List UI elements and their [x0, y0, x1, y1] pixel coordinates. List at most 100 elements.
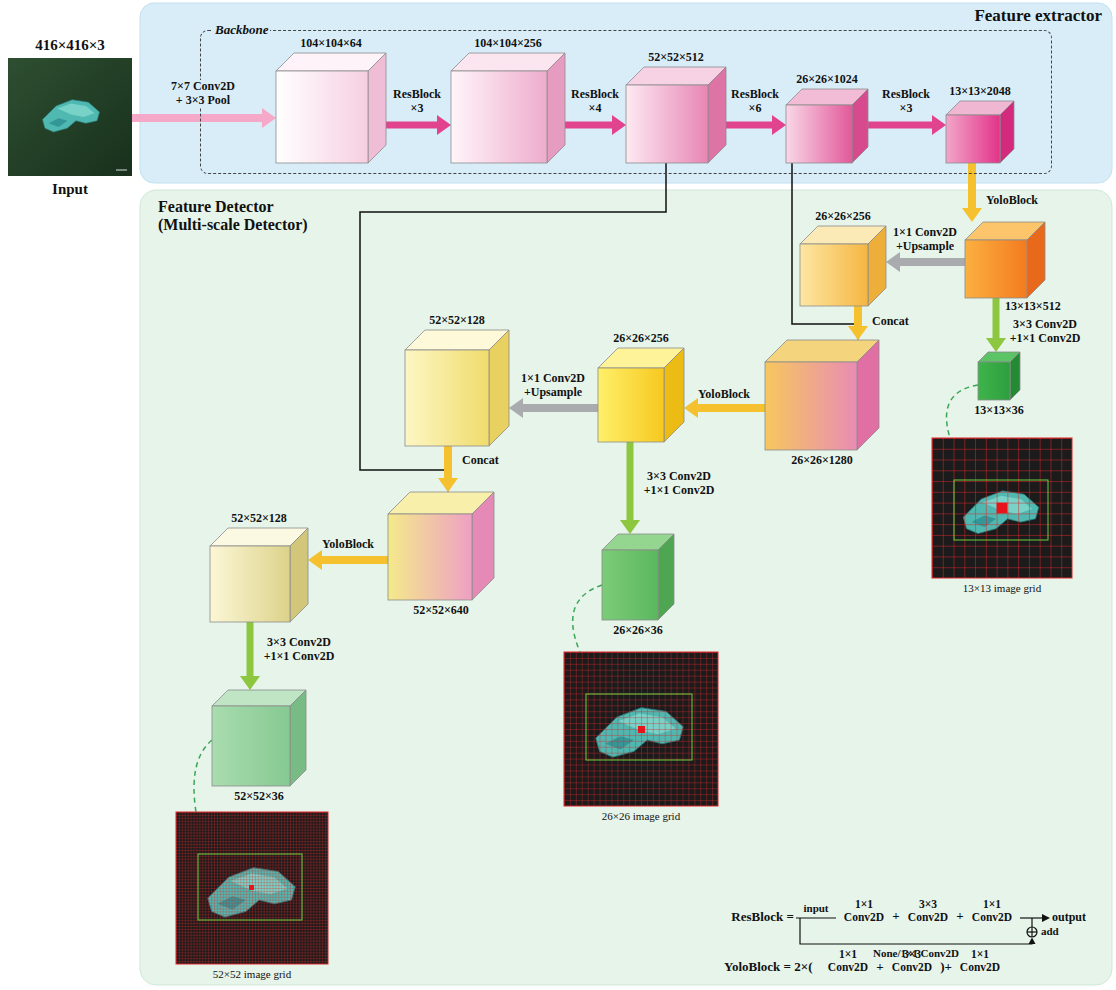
image-caption: 416×416×3 — [35, 37, 105, 54]
grid-photo-52-part — [176, 812, 328, 964]
resblock-formula-lines-part — [1027, 927, 1037, 937]
dimension-label: 26×26×256 — [815, 210, 871, 224]
connector-line — [899, 258, 965, 266]
cube-shape — [965, 222, 1045, 298]
edge-label: YoloBlock — [698, 388, 750, 402]
edge-label: Concat — [462, 454, 499, 468]
flow-arrow — [509, 398, 598, 418]
feature-map-cube: 52×52×640 — [388, 492, 494, 600]
arrow-head — [962, 208, 982, 222]
arrow-head — [772, 115, 786, 135]
cube-side — [852, 89, 868, 163]
cube-front — [388, 514, 472, 600]
input-photo-part — [42, 100, 99, 132]
arrow-head — [986, 338, 1006, 352]
formula-text: add — [1041, 925, 1059, 938]
dimension-label: 13×13×2048 — [949, 85, 1011, 99]
dimension-label: 104×104×64 — [300, 37, 362, 51]
cube-top — [276, 53, 386, 71]
group-title: Backbone — [213, 23, 270, 38]
flow-arrow — [438, 446, 458, 492]
connector-line — [565, 122, 613, 129]
dimension-label: 52×52×36 — [234, 790, 284, 804]
cube-shape — [626, 67, 726, 163]
connector-line — [321, 556, 388, 564]
cube-side — [857, 340, 879, 450]
resblock-formula-lines-part — [796, 917, 836, 918]
cube-side — [1027, 222, 1045, 298]
edge-label: YoloBlock — [322, 538, 374, 552]
flow-arrow — [386, 115, 451, 135]
formula-text: YoloBlock = 2×( — [724, 960, 813, 975]
flow-arrow — [132, 108, 276, 128]
grid-photo-13-part — [932, 438, 1072, 578]
arrow-head — [240, 676, 260, 690]
cube-shape — [210, 528, 308, 622]
formula-text: output — [1052, 911, 1086, 925]
arrow-head — [684, 398, 698, 418]
dimension-label: 52×52×512 — [648, 51, 704, 65]
cube-side — [1000, 101, 1014, 163]
grid-photo-26-part — [638, 726, 645, 733]
dimension-label: 52×52×128 — [429, 314, 485, 328]
formula-text: )+ — [938, 960, 954, 975]
flow-arrow — [868, 115, 946, 135]
edge-label: YoloBlock — [986, 194, 1038, 208]
image-caption: Input — [52, 181, 88, 198]
connector-line — [132, 114, 263, 122]
feature-map-cube: 52×52×512 — [626, 67, 726, 163]
formula-text: 1×1 Conv2D — [838, 898, 890, 924]
extractor-ground — [140, 3, 1112, 183]
cube-front — [965, 240, 1027, 298]
edge-label: ResBlock ×3 — [881, 88, 932, 116]
edge-label: 1×1 Conv2D +Upsample — [520, 372, 587, 400]
cube-shape — [598, 348, 684, 442]
arrow-head — [437, 115, 451, 135]
dimension-label: 26×26×256 — [613, 332, 669, 346]
grid-photo-26 — [564, 652, 718, 806]
feature-map-cube: 52×52×36 — [212, 690, 306, 786]
cube-side — [290, 528, 308, 622]
input-image: 416×416×3Input — [8, 58, 132, 176]
edge-label: 1×1 Conv2D +Upsample — [892, 226, 959, 254]
flow-arrow — [240, 622, 260, 690]
edge-label: ResBlock ×3 — [392, 88, 443, 116]
cube-shape — [765, 340, 879, 450]
cube-front — [978, 362, 1010, 400]
edge-label: ResBlock ×6 — [730, 88, 781, 116]
cube-shape — [800, 226, 886, 306]
cube-front — [626, 85, 708, 163]
dimension-label: 26×26×1280 — [791, 454, 853, 468]
flow-arrow — [565, 115, 626, 135]
cube-side — [290, 690, 306, 786]
region-title: Feature Detector (Multi-scale Detector) — [158, 198, 311, 235]
image-grid: 52×52 image grid — [176, 812, 328, 964]
feature-map-cube: 104×104×64 — [276, 53, 386, 163]
dimension-label: 13×13×36 — [974, 404, 1024, 418]
connector-line — [993, 298, 1000, 339]
edge-label: 3×3 Conv2D +1×1 Conv2D — [262, 636, 336, 664]
cube-front — [212, 706, 290, 786]
dimension-label: 52×52×640 — [413, 604, 469, 618]
feature-map-cube: 26×26×256 — [800, 226, 886, 306]
image-caption: 26×26 image grid — [602, 810, 680, 823]
cube-front — [405, 350, 489, 446]
cube-side — [1010, 352, 1020, 400]
feature-map-cube: 52×52×128 — [405, 330, 509, 446]
feature-map-cube: 26×26×1024 — [786, 89, 868, 163]
feature-map-cube: 104×104×256 — [451, 53, 565, 163]
connector-line — [386, 122, 438, 129]
cube-side — [708, 67, 726, 163]
flow-arrow — [986, 298, 1006, 352]
cube-side — [472, 492, 494, 600]
edge-label: 3×3 Conv2D +1×1 Conv2D — [642, 470, 716, 498]
formula-text: + — [874, 960, 886, 975]
input-photo — [8, 58, 132, 176]
grid-link — [947, 385, 979, 438]
flow-arrow — [620, 442, 640, 534]
grid-photo-13-part — [997, 503, 1008, 514]
grid-photo-26-part — [564, 652, 718, 806]
cube-side — [664, 348, 684, 442]
